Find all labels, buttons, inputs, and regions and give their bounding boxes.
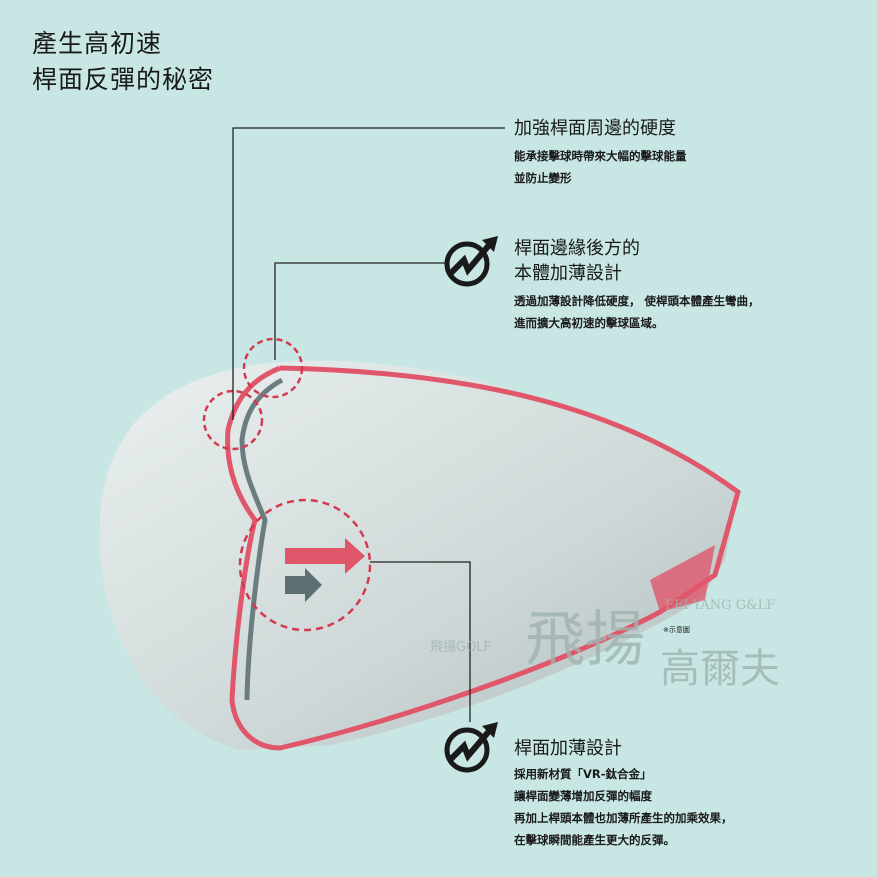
callout-text: 採用新材質「VR-鈦合金」 [514,767,652,781]
callout-text: 讓桿面變薄增加反彈的幅度 [514,789,652,803]
face-steel-edge [239,377,284,701]
performance-up-icon [444,722,498,773]
red-arrow-icon [285,538,365,574]
watermark-small: 飛揚GOLF [430,640,492,655]
callout-heading: 桿面加薄設計 [514,738,622,759]
page-title: 產生高初速 桿面反彈的秘密 [32,26,214,98]
callout-text: 在擊球瞬間能產生更大的反彈。 [514,833,675,847]
callout-text: 並防止變形 [514,171,572,185]
callout-text: 進而擴大高初速的擊球區域。 [514,316,664,330]
gray-arrow-icon [285,568,322,602]
performance-up-icon [444,236,498,287]
leader-lines [232,127,505,722]
callout-text: 能承接擊球時帶來大幅的擊球能量 [514,149,687,163]
callout-text: 透過加薄設計降低硬度， 使桿頭本體產生彎曲， [514,294,760,308]
highlight-circle-left [202,389,264,451]
club-head-body [99,360,738,750]
callout-body-thin: 桿面邊緣後方的 本體加薄設計 透過加薄設計降低硬度， 使桿頭本體產生彎曲， 進而… [514,236,760,334]
watermark-en: FEI YANG G&LF [665,598,776,613]
title-line-2: 桿面反彈的秘密 [32,65,215,94]
callout-face-thin: 桿面加薄設計 採用新材質「VR-鈦合金」 讓桿面變薄增加反彈的幅度 再加上桿頭本… [514,736,733,851]
watermark-cn: 飛揚 [525,605,645,675]
callout-face-perimeter: 加強桿面周邊的硬度 能承接擊球時帶來大幅的擊球能量 並防止變形 [514,116,687,189]
callout-heading: 桿面邊緣後方的 [514,238,640,259]
watermark-cn2: 高爾夫 [660,646,780,692]
highlight-circle-top [242,337,304,399]
toe-accent [650,545,715,612]
title-line-1: 產生高初速 [32,29,163,58]
club-face-outline [225,365,741,751]
highlight-circle-face [238,498,372,632]
diagram-note: ※示意圖 [663,626,690,634]
callout-heading: 加強桿面周邊的硬度 [514,118,676,139]
callout-heading: 本體加薄設計 [514,263,622,284]
callout-text: 再加上桿頭本體也加薄所產生的加乘效果， [514,811,733,825]
